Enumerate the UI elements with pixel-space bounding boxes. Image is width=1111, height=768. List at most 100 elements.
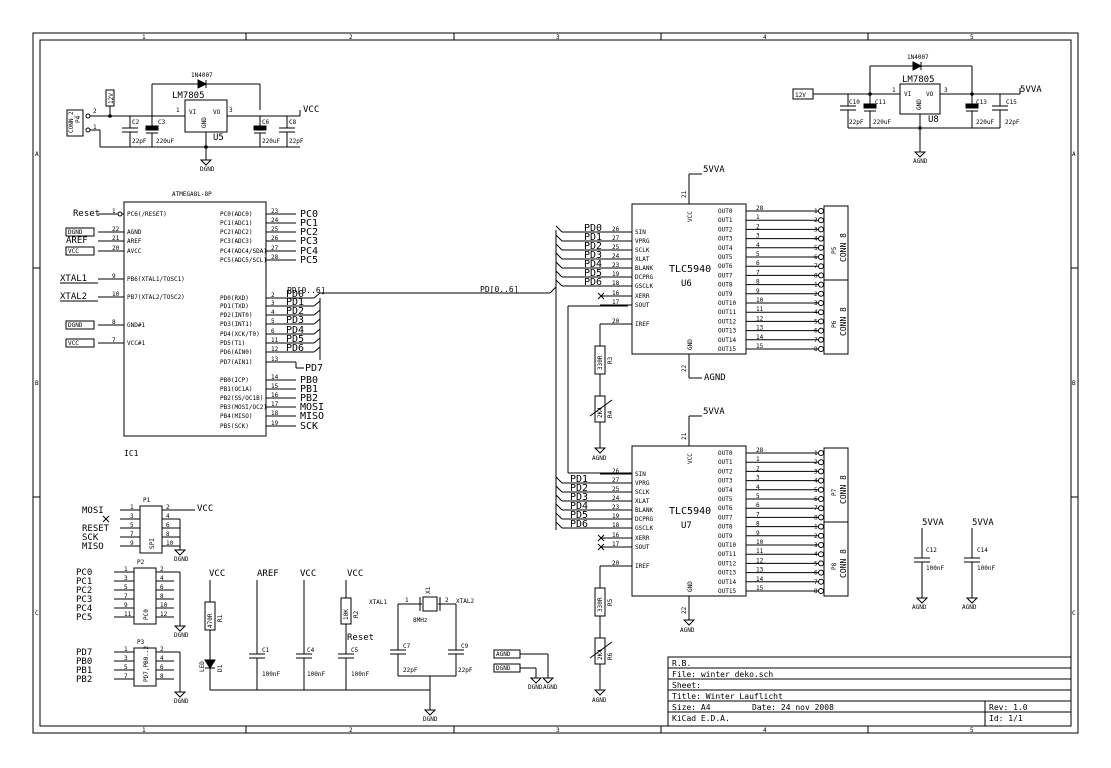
frame-row-c-right: C — [1072, 610, 1076, 617]
tb-title: Title: Winter Lauflicht — [672, 692, 783, 701]
conn-p4-ref: P4 — [75, 115, 82, 123]
mcu-net-pd: PD5 — [286, 334, 304, 345]
u6-out-num: 13 — [756, 325, 764, 332]
u7-out-name: OUT7 — [718, 514, 733, 521]
u6-conn-top-ref: P5 — [831, 246, 838, 254]
c4-ref: C4 — [307, 647, 315, 654]
gnd-flag-agnd: AGND — [543, 684, 558, 691]
u7-pin-num: 23 — [612, 504, 620, 511]
u7-pin-name: IREF — [635, 563, 650, 570]
u7-out-num: 7 — [756, 511, 760, 518]
c1-ref: C1 — [262, 647, 270, 654]
u6-pin-name: DCPRG — [635, 274, 653, 281]
u6-out-num: 1 — [756, 214, 760, 221]
reset-net: Reset — [347, 633, 374, 643]
p2-lnum: 9 — [124, 602, 128, 609]
u7-out-num: 6 — [756, 502, 760, 509]
p1-lnum: 9 — [130, 540, 134, 547]
u6-conn-num: 7 — [814, 263, 818, 270]
u7-vcc-pin: VCC — [687, 453, 694, 464]
mcu-right-pin-name: PD7(AIN1) — [220, 359, 253, 366]
mcu-right-pin-name: PD1(TXD) — [220, 303, 249, 310]
u6-out-num: 7 — [756, 269, 760, 276]
mcu-right-pin-num: 3 — [271, 300, 275, 307]
r2-ref: R2 — [353, 610, 360, 618]
u7-conn-num: 8 — [814, 588, 818, 595]
p2-ref: P2 — [137, 559, 145, 566]
u6-conn-num: 8 — [814, 272, 818, 279]
mcu-net-flag-label: DGND — [68, 322, 83, 329]
u7-conn-pin — [818, 459, 824, 466]
c14-value: 100nF — [977, 565, 995, 572]
u7-out-name: OUT9 — [718, 533, 733, 540]
c5-ref: C5 — [351, 647, 359, 654]
mcu-net-pd: PD0 — [286, 289, 304, 300]
u7-out-num: 15 — [756, 585, 764, 592]
conn-p4-label: CONN_2 — [68, 111, 75, 133]
svg-text:2: 2 — [93, 108, 97, 115]
u6-conn-pin — [818, 318, 824, 325]
p3-net: PB1 — [76, 666, 92, 676]
mcu-right-pin-num: 4 — [271, 309, 275, 316]
u6-out-num: 9 — [756, 288, 760, 295]
mcu-right-pin-name: PC5(ADC5/SCL) — [220, 257, 267, 264]
reg1-gnd-net: DGND — [200, 166, 215, 173]
vcc-r2-net: VCC — [347, 569, 363, 579]
vva-c12: 5VVA — [922, 518, 944, 528]
u6-conn-pin — [818, 346, 824, 352]
u6-conn-num: 3 — [814, 300, 818, 307]
reg1-c2v: 22pF — [132, 138, 147, 145]
u6-pin-name: XERR — [635, 293, 650, 300]
u6-pin-num: 20 — [612, 318, 620, 325]
aref-net: AREF — [257, 569, 279, 579]
reg1-c6v: 220uF — [262, 138, 280, 145]
mcu-net-pd: PD1 — [286, 297, 304, 308]
p3-net: PD7 — [76, 648, 92, 658]
u6-vcc-num: 21 — [681, 190, 688, 198]
u7-pin-num: 20 — [612, 560, 620, 567]
u7-conn-pin — [818, 477, 824, 484]
u6-out-num: 3 — [756, 233, 760, 240]
p2-lnum: 11 — [124, 611, 132, 618]
reg2-c15: C15 — [1006, 99, 1017, 106]
mcu-right-pin-num: 28 — [271, 254, 279, 261]
p2-gnd: DGND — [174, 632, 189, 639]
frame-row-c: C — [35, 610, 39, 617]
reg1-c2: C2 — [132, 119, 140, 126]
reg2-ref: U8 — [928, 115, 939, 125]
regulator-u8: 12V 1N4007 VI VO GND LM7805 U8 1 3 5VVA … — [792, 54, 1042, 165]
mcu-left-pins: PC6(/RESET)1ResetAGND22DGNDAREF21AREFAVC… — [60, 208, 185, 348]
p1-net: SCK — [82, 533, 99, 543]
u7-out-num: 13 — [756, 567, 764, 574]
p3-net: PB0 — [76, 657, 92, 667]
u6-out-name: OUT0 — [718, 208, 733, 215]
u6-out-num: 6 — [756, 260, 760, 267]
bus-label: PD[0..6] — [287, 286, 326, 295]
reg1-vo: VO — [213, 109, 221, 116]
mcu-right-pin-name: PD5(T1) — [220, 340, 245, 347]
mcu-right-pin-num: 14 — [271, 374, 279, 381]
mcu-right-pin-num: 24 — [271, 217, 279, 224]
u6-out-num: 8 — [756, 279, 760, 286]
u6-out-name: OUT7 — [718, 272, 733, 279]
u7-conn-num: 5 — [814, 560, 818, 567]
mcu-left-pin-name: AVCC — [127, 248, 142, 255]
p1-rnum: 2 — [166, 504, 170, 511]
u6-pin-name: VPRG — [635, 238, 650, 245]
u6-net: PD5 — [584, 268, 602, 279]
mcu-right-pin-name: PD2(INT0) — [220, 312, 253, 319]
p2-net: PC3 — [76, 595, 92, 605]
u7-pin-num: 19 — [612, 513, 620, 520]
reg2-12v: 12V — [795, 92, 806, 99]
u7-r1-ref: R5 — [607, 598, 614, 606]
u6-name: TLC5940 — [669, 264, 711, 275]
bus-label-main: PD[0..6] — [480, 285, 519, 294]
p2-rnum: 2 — [160, 566, 164, 573]
u6-net: PD2 — [584, 241, 602, 252]
mcu-right-pin-num: 11 — [271, 337, 279, 344]
u7-pin-num: 26 — [612, 468, 620, 475]
svg-text:1: 1 — [93, 124, 97, 131]
mcu-net-flag — [65, 320, 95, 330]
u6-pin-num: 17 — [612, 299, 620, 306]
